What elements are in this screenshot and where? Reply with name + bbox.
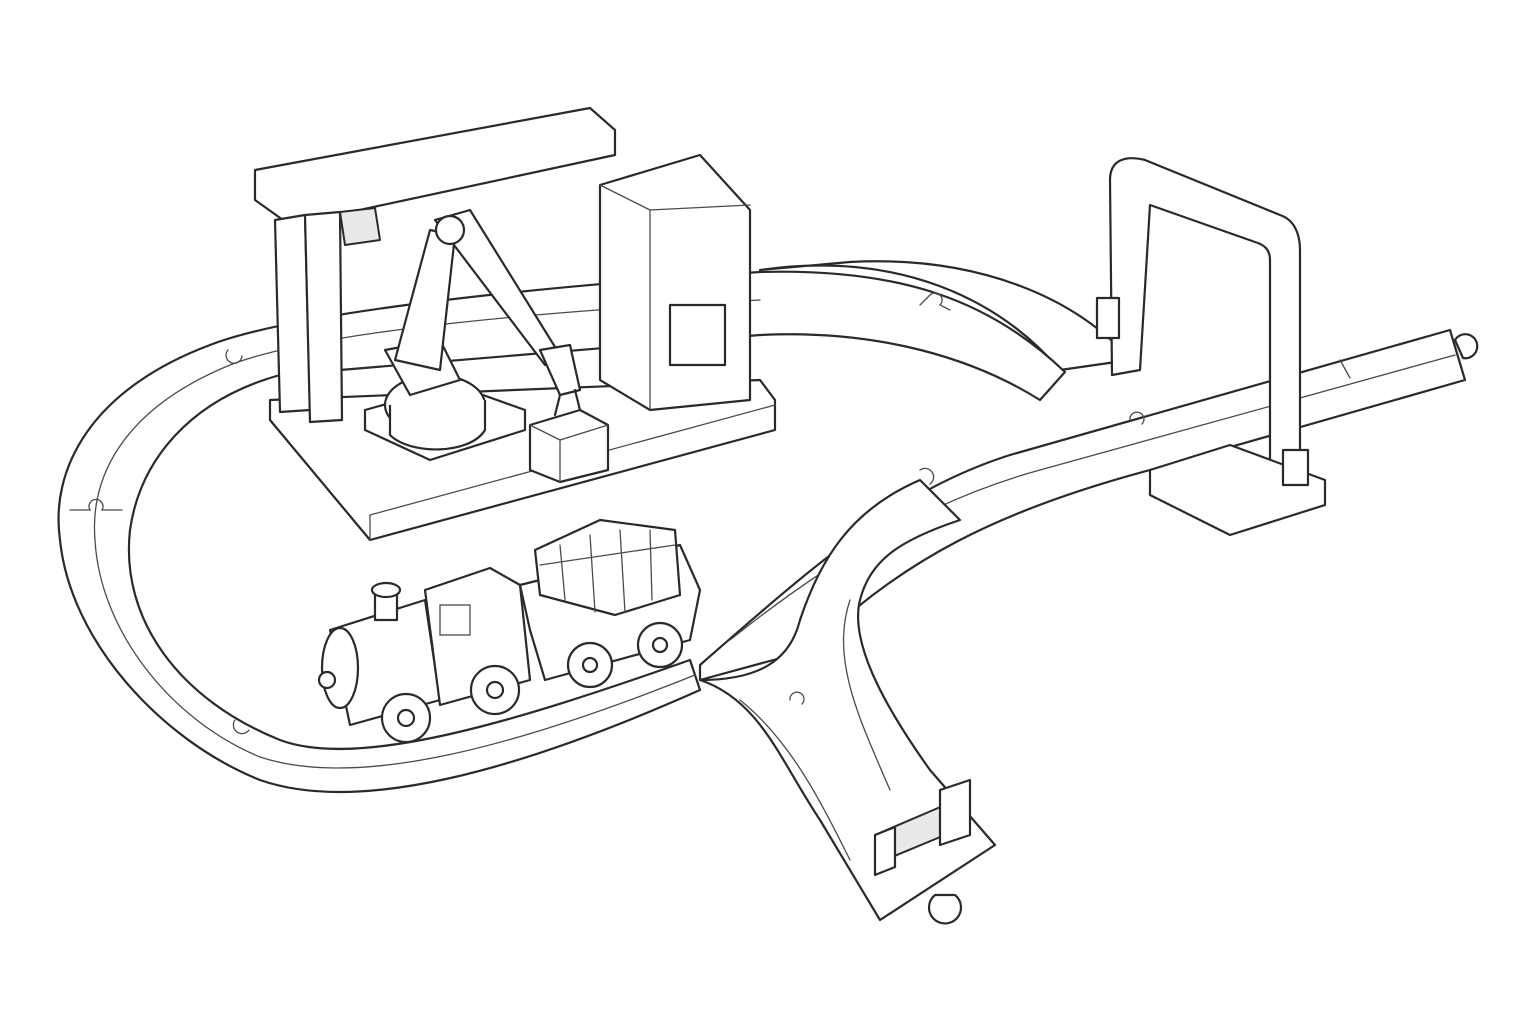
track-branch [698,478,997,925]
gantry-arch [1095,157,1327,537]
cargo-wagon [518,518,702,689]
cargo-cube [528,408,610,484]
overhead-beam [253,106,617,227]
track-loop [57,260,1132,794]
cabinet-window [668,303,727,367]
sensor-right [1281,448,1310,487]
track-connector-peg [927,893,963,925]
sensor-left [1095,296,1121,340]
beam-bracket [339,207,381,246]
cabinet [598,153,752,412]
toy-locomotive [317,566,532,744]
buffer-stop [873,778,972,877]
cargo-boxes [533,518,682,617]
robot-arm [363,208,582,462]
